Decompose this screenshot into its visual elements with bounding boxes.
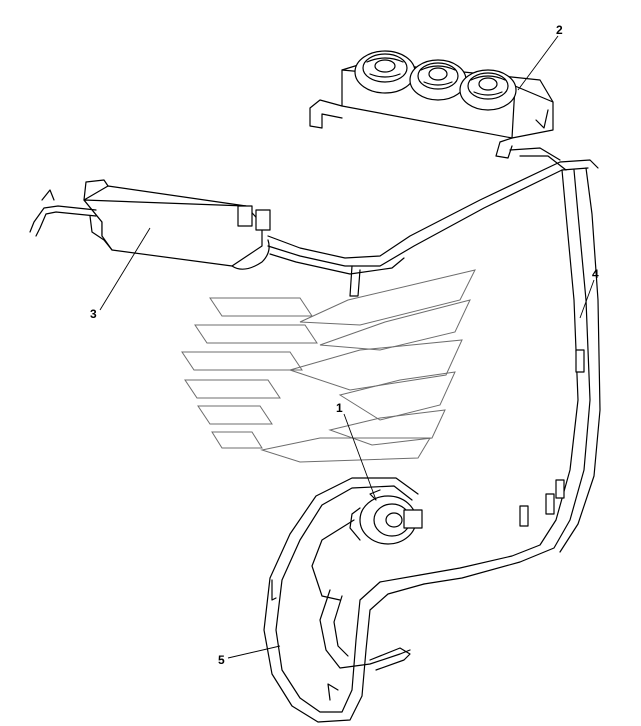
condenser (309, 50, 554, 159)
condenser-fan-3 (459, 69, 517, 111)
leader-line-5 (227, 645, 281, 659)
hose-lines (263, 147, 601, 723)
condenser-fan-1 (354, 50, 416, 94)
leader-line-3 (99, 227, 151, 311)
callout-2: 2 (556, 23, 563, 37)
evaporator (29, 179, 271, 270)
callout-1: 1 (336, 401, 343, 415)
watermark-logo (181, 269, 476, 463)
callout-3: 3 (90, 307, 97, 321)
callout-5: 5 (218, 653, 225, 667)
callout-4: 4 (592, 267, 599, 281)
condenser-fan-2 (409, 59, 467, 101)
leader-line-2 (517, 35, 559, 91)
leader-line-1 (343, 413, 377, 501)
compressor (349, 489, 423, 545)
leader-line-4 (579, 279, 595, 319)
